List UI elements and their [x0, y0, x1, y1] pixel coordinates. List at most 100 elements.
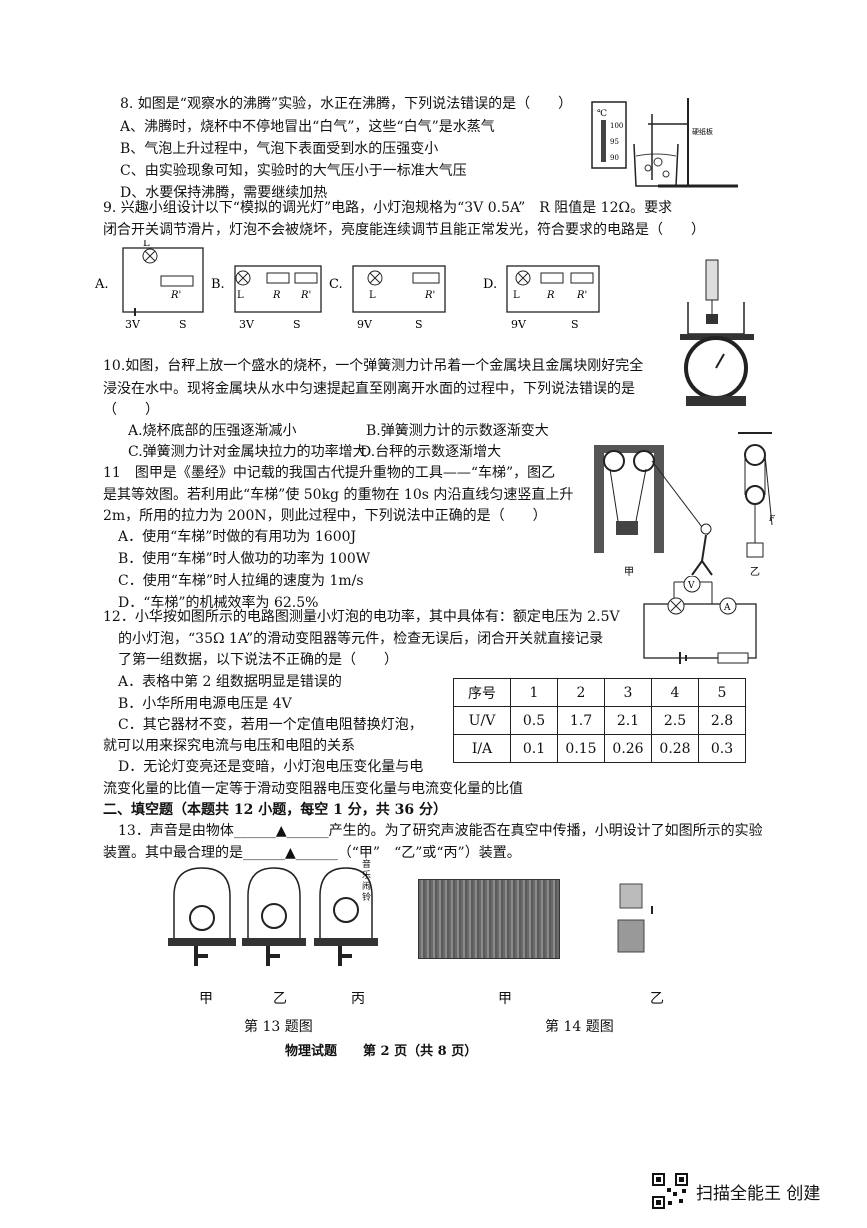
- scale-100: 100: [610, 122, 623, 130]
- table-cell: 0.5: [510, 706, 558, 735]
- q12-stem-line1: 12．小华按如图所示的电路图测量小灯泡的电功率，其中具体有：额定电压为 2.5V: [103, 609, 620, 625]
- q13-bell-text: 音乐闹铃: [362, 860, 372, 903]
- table-cell: I/A: [453, 734, 511, 763]
- q14-caption: 第 14 题图: [545, 1019, 614, 1035]
- q13-line1: 13．声音是由物体______▲______产生的。为了研究声波能否在真空中传播…: [118, 823, 763, 839]
- q8-option-c: C、由实验现象可知，实验时的大气压小于一标准大气压: [120, 163, 467, 179]
- q11-option-d: D．“车梯”的机械效率为 62.5%: [118, 595, 319, 611]
- figure-jia-label: 甲: [624, 567, 634, 578]
- q8-option-d: D、水要保持沸腾，需要继续加热: [120, 185, 328, 201]
- figure-yi: F 乙: [738, 432, 775, 578]
- voltage-b: 3V: [239, 318, 255, 331]
- scanner-watermark: 扫描全能王 创建: [652, 1173, 820, 1209]
- q12-stem-line3: 了第一组数据，以下说法不正确的是（ ）: [118, 652, 398, 668]
- table-cell: 4: [651, 678, 699, 707]
- qr-code-icon: [652, 1173, 688, 1209]
- circuit-d-label: D.: [483, 277, 497, 292]
- q11-stem-line2: 是其等效图。若利用此“车梯”使 50kg 的重物在 10s 内沿直线匀速竖直上升: [103, 487, 574, 503]
- table-cell: 3: [604, 678, 652, 707]
- voltage-a: 3V: [125, 318, 141, 331]
- q11-stem-line3: 2m，所用的拉力为 200N，则此过程中，下列说法中正确的是（ ）: [103, 508, 547, 524]
- circuit-b-label: B.: [211, 277, 225, 292]
- lamp-label-c: L: [369, 290, 376, 301]
- resistor-label-d: R: [546, 290, 555, 301]
- page-footer: 物理试题 第 2 页（共 8 页）: [285, 1044, 478, 1059]
- q12-stem-line2: 的小灯泡，“35Ω 1A”的滑动变阻器等元件，检查无误后，闭合开关就直接记录: [118, 631, 604, 647]
- thermo-unit: ℃: [597, 109, 607, 119]
- ammeter-label: A: [723, 603, 731, 613]
- table-cell: 1.7: [557, 706, 605, 735]
- q12-option-d1: D．无论灯变亮还是变暗，小灯泡电压变化量与电: [118, 759, 424, 775]
- q10-stem-line2: 浸没在水中。现将金属块从水中匀速提起直至刚离开水面的过程中，下列说法错误的是: [103, 381, 635, 397]
- table-cell: 0.3: [698, 734, 746, 763]
- voltage-d: 9V: [511, 318, 527, 331]
- circuit-b: B. L R R' 3V S: [211, 265, 322, 331]
- table-cell: 2: [557, 678, 605, 707]
- circuit-a: A. L R' 3V S: [95, 240, 204, 331]
- section-2-heading: 二、填空题（本题共 12 小题，每空 1 分，共 36 分）: [103, 802, 447, 818]
- q13-label-yi: 乙: [273, 991, 287, 1007]
- q9-stem-line2: 闭合开关调节滑片，灯泡不会被烧坏，亮度能连续调节且能正常发光，符合要求的电路是（…: [103, 222, 705, 238]
- watermark-text: 扫描全能王 创建: [696, 1183, 821, 1204]
- q10-option-a: A.烧杯底部的压强逐渐减小: [128, 423, 297, 439]
- circuit-c: C. L R' 9V S: [329, 265, 446, 331]
- q8-option-a: A、沸腾时，烧杯中不停地冒出“白气”，这些“白气”是水蒸气: [120, 119, 495, 135]
- table-cell: 5: [698, 678, 746, 707]
- q12-option-a: A．表格中第 2 组数据明显是错误的: [118, 674, 342, 690]
- bell-jar-bing: [314, 867, 378, 966]
- circuit-c-label: C.: [329, 277, 343, 292]
- q11-option-b: B．使用“车梯”时人做功的功率为 100W: [118, 551, 371, 567]
- q14-photo-jia: [418, 879, 560, 959]
- force-label: F: [768, 514, 775, 523]
- q11-chariot-ladder-figure: 甲 F 乙: [594, 432, 775, 578]
- lamp-label-a: L: [143, 240, 150, 249]
- table-cell: 0.26: [604, 734, 652, 763]
- table-cell: 2.1: [604, 706, 652, 735]
- table-cell: 序号: [453, 678, 511, 707]
- q8-stem: 8. 如图是“观察水的沸腾”实验，水正在沸腾，下列说法错误的是（ ）: [120, 96, 573, 112]
- switch-label-c: S: [415, 318, 423, 331]
- q13-caption: 第 13 题图: [244, 1019, 313, 1035]
- table-cell: 1: [510, 678, 558, 707]
- scale-95: 95: [610, 138, 619, 146]
- figure-jia: 甲: [594, 445, 713, 578]
- q11-option-a: A．使用“车梯”时做的有用功为 1600J: [118, 529, 357, 545]
- circuit-d: D. L R R' 9V S: [483, 265, 600, 331]
- lamp-label-b: L: [237, 290, 244, 301]
- q12-option-c2: 就可以用来探究电流与电压和电阻的关系: [103, 738, 355, 754]
- q8-option-b: B、气泡上升过程中，气泡下表面受到水的压强变小: [120, 141, 439, 157]
- q10-stem-line1: 10.如图，台秤上放一个盛水的烧杯，一个弹簧测力计吊着一个金属块且金属块刚好完全: [103, 358, 644, 374]
- q12-option-d2: 流变化量的比值一定等于滑动变阻器电压变化量与电流变化量的比值: [103, 781, 523, 797]
- q12-option-b: B．小华所用电源电压是 4V: [118, 696, 292, 712]
- lamp-label-d: L: [513, 290, 520, 301]
- circuit-a-label: A.: [95, 277, 109, 292]
- q12-option-c1: C．其它器材不变，若用一个定值电阻替换灯泡，: [118, 717, 423, 733]
- table-row: I/A 0.1 0.15 0.26 0.28 0.3: [453, 734, 746, 763]
- voltage-c: 9V: [357, 318, 373, 331]
- q14-photo-yi: [617, 883, 653, 953]
- q10-option-d: D.台秤的示数逐渐增大: [360, 444, 502, 460]
- q13-line2: 装置。其中最合理的是______▲______（“甲” “乙”或“丙”）装置。: [103, 845, 521, 861]
- rheostat-label-a: R': [170, 290, 181, 301]
- voltmeter-label: V: [687, 581, 695, 591]
- q9-circuit-options: A. L R' 3V S B. L R R' 3V S C.: [95, 240, 600, 331]
- rheostat-label-c: R': [424, 290, 435, 301]
- cardboard-label: 硬纸板: [692, 127, 713, 136]
- q14-label-jia: 甲: [498, 991, 512, 1007]
- q14-label-yi: 乙: [650, 991, 664, 1007]
- switch-label-a: S: [179, 318, 187, 331]
- q12-circuit-figure: V A: [643, 576, 757, 664]
- switch-label-b: S: [293, 318, 301, 331]
- bell-jar-yi: [242, 867, 306, 966]
- bell-jar-jia: [168, 867, 236, 966]
- table-cell: 0.15: [557, 734, 605, 763]
- q13-bell-jar-figure: [168, 867, 378, 966]
- table-header-row: 序号 1 2 3 4 5: [453, 678, 746, 707]
- figure-yi-label: 乙: [750, 566, 760, 578]
- q10-answer-blank: （ ）: [103, 402, 159, 418]
- table-cell: 2.8: [698, 706, 746, 735]
- q11-stem-line1: 11 图甲是《墨经》中记载的我国古代提升重物的工具——“车梯”，图乙: [103, 465, 556, 481]
- q12-data-table: 序号 1 2 3 4 5 U/V 0.5 1.7 2.1 2.5 2.8 I/A…: [453, 678, 746, 763]
- q11-option-c: C．使用“车梯”时人拉绳的速度为 1m/s: [118, 573, 364, 589]
